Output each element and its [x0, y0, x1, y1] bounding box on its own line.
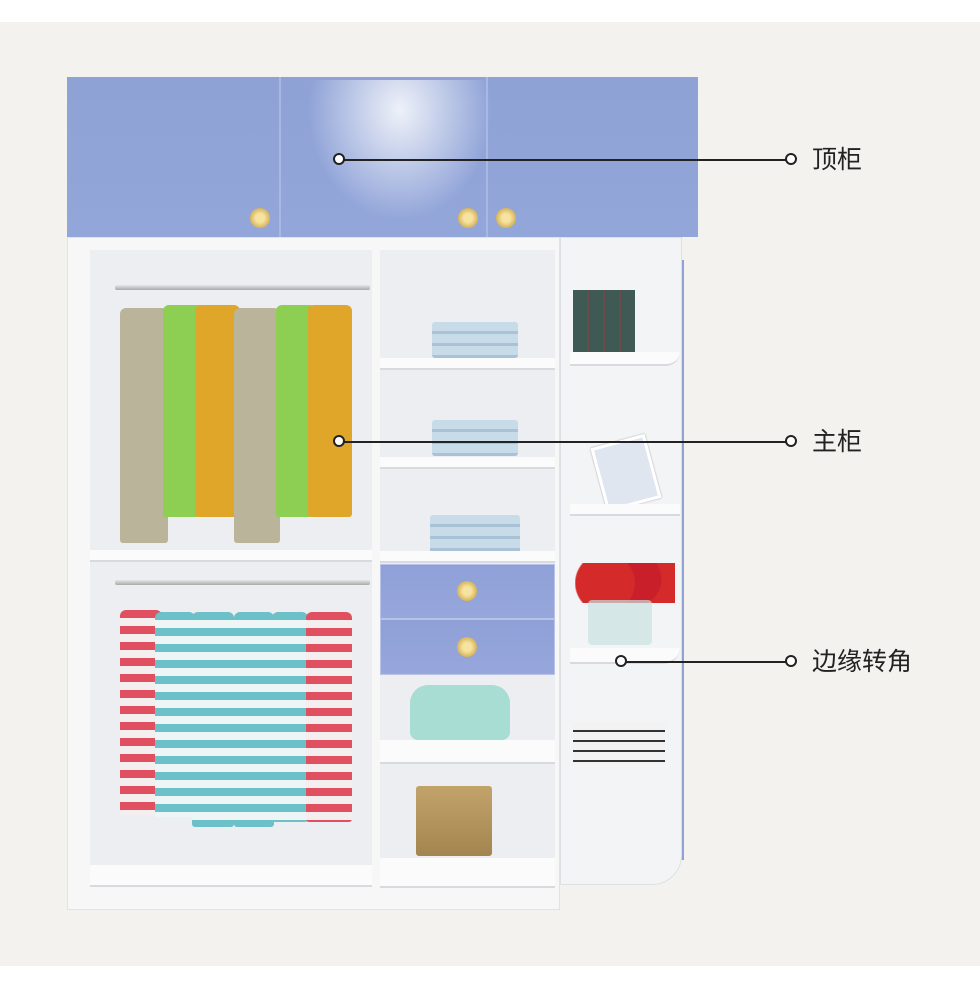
shelf — [380, 457, 555, 469]
shelf — [90, 550, 372, 562]
flower-handle-icon — [457, 581, 477, 601]
shirt — [120, 308, 168, 543]
flower-handle-icon — [457, 637, 477, 657]
folded-clothes — [432, 420, 518, 456]
striped-sweater — [306, 612, 352, 822]
folded-clothes — [432, 322, 518, 358]
striped-sweater — [155, 612, 195, 817]
annotation-dot — [785, 153, 797, 165]
striped-sweater — [192, 612, 234, 827]
corner-shelf — [570, 504, 680, 516]
striped-sweater — [234, 612, 274, 827]
folded-clothes — [430, 515, 520, 553]
flower-handle-icon — [458, 208, 478, 228]
corner-shelf — [570, 352, 680, 366]
magazines — [573, 722, 665, 764]
handbag — [410, 685, 510, 740]
bottom-shelf — [380, 858, 555, 888]
shirt — [308, 305, 352, 517]
flowers — [575, 563, 675, 603]
shelf — [380, 358, 555, 370]
annotation-dot — [785, 655, 797, 667]
annotation-line — [340, 159, 792, 161]
annotation-dot — [333, 153, 345, 165]
door-divider — [279, 77, 281, 237]
books — [573, 290, 635, 352]
annotation-dot — [615, 655, 627, 667]
shirt — [195, 305, 240, 517]
annotation-line — [622, 661, 792, 663]
clothes-rod — [115, 580, 370, 585]
flower-handle-icon — [496, 208, 516, 228]
storage-box — [416, 786, 492, 856]
annotation-dot — [785, 435, 797, 447]
label-main-cabinet: 主柜 — [812, 427, 863, 456]
annotation-dot — [333, 435, 345, 447]
vase — [588, 600, 652, 645]
shelf — [380, 551, 555, 563]
shelf — [380, 740, 555, 764]
shirt — [234, 308, 280, 543]
clothes-rod — [115, 285, 370, 290]
annotation-line — [340, 441, 792, 443]
label-top-cabinet: 顶柜 — [812, 145, 863, 174]
door-divider — [486, 77, 488, 237]
bottom-shelf — [90, 865, 372, 887]
striped-sweater — [272, 612, 308, 822]
label-corner-unit: 边缘转角 — [812, 647, 913, 676]
flower-handle-icon — [250, 208, 270, 228]
